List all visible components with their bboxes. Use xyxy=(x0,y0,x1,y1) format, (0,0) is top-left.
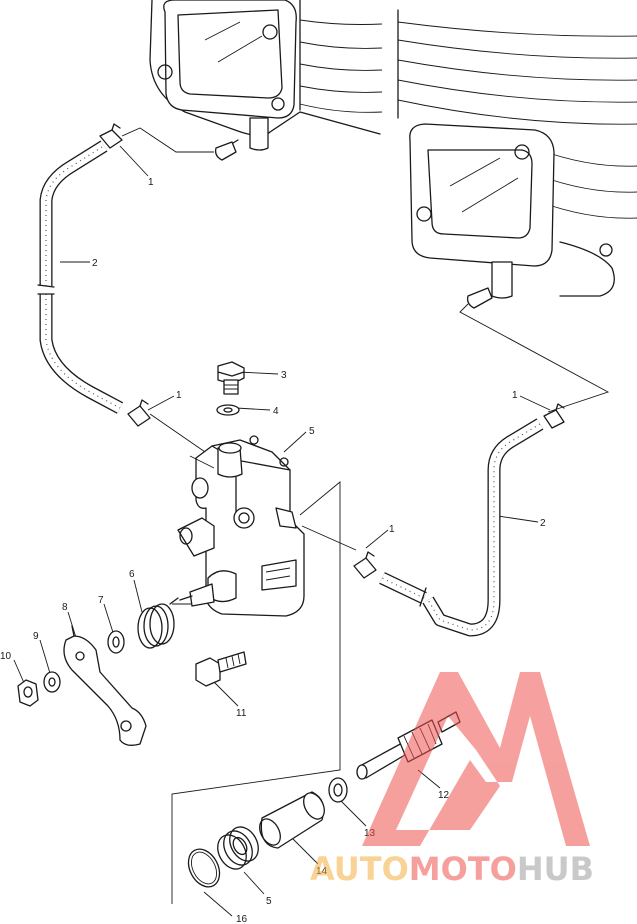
banjo-bolt xyxy=(217,361,245,395)
hose-clamp-top xyxy=(99,123,123,149)
svg-text:AUTOMOTOHUB: AUTOMOTOHUB xyxy=(310,850,594,888)
lock-nut xyxy=(17,679,39,707)
label-p2a: 2 xyxy=(92,258,98,269)
label-p7: 7 xyxy=(98,595,104,606)
automotohub-logo xyxy=(362,672,590,846)
watermark-hub: HUB xyxy=(517,850,594,888)
label-p8: 8 xyxy=(62,602,68,613)
label-p9: 9 xyxy=(33,631,39,642)
label-p2b: 2 xyxy=(540,518,546,529)
label-p1a: 1 xyxy=(148,177,154,188)
pump-lever xyxy=(63,625,147,746)
label-p16: 16 xyxy=(236,914,248,924)
label-p3: 3 xyxy=(281,370,287,381)
label-p1b: 1 xyxy=(176,390,182,401)
watermark: AUTOMOTOHUB xyxy=(310,672,594,888)
pump-sleeve xyxy=(259,791,325,849)
retaining-ring xyxy=(187,848,221,888)
label-p14: 14 xyxy=(316,866,328,877)
oil-seal xyxy=(328,777,348,803)
hose-upper-left xyxy=(37,140,124,414)
o-ring-set xyxy=(217,826,259,870)
oil-pump-body xyxy=(177,435,305,617)
washer-7 xyxy=(107,630,125,654)
label-p4: 4 xyxy=(273,406,279,417)
watermark-moto: MOTO xyxy=(409,850,517,888)
hose-clamp-right-bottom xyxy=(353,551,377,579)
label-p10: 10 xyxy=(0,651,12,662)
logo-mark xyxy=(362,672,590,846)
label-p6: 6 xyxy=(129,569,135,580)
label-p1d: 1 xyxy=(389,524,395,535)
return-spring xyxy=(137,597,179,649)
label-p15: 5 xyxy=(266,896,272,907)
cylinder-left xyxy=(149,0,383,161)
sealing-washer xyxy=(216,404,240,416)
mounting-bolt xyxy=(195,651,247,687)
label-p11: 11 xyxy=(236,708,247,719)
label-p5: 5 xyxy=(309,426,315,437)
hose-clamp-right-top xyxy=(543,403,565,429)
washer-9 xyxy=(43,671,61,693)
label-p12: 12 xyxy=(438,790,450,801)
label-p1c: 1 xyxy=(512,390,518,401)
hose-right xyxy=(379,418,544,637)
cylinder-right xyxy=(397,9,637,309)
hose-clamp-mid-left xyxy=(127,399,151,427)
watermark-auto: AUTO xyxy=(310,850,409,888)
